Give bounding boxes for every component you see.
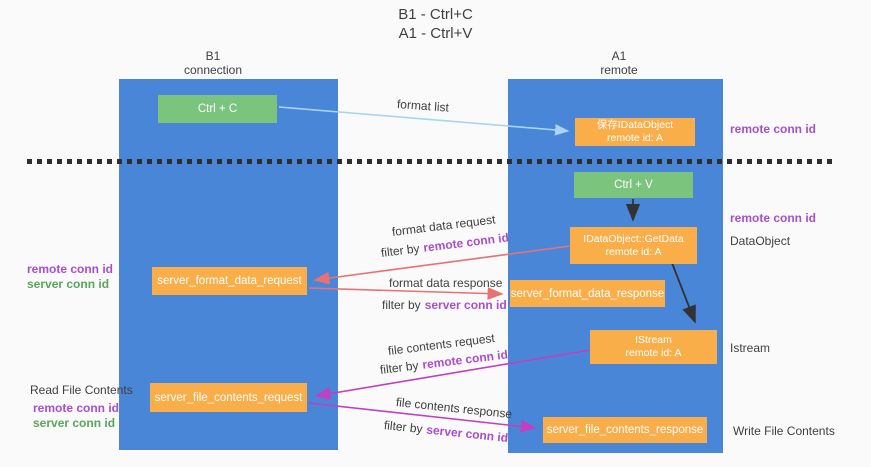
label-server-conn-id-left-2: server conn id [33, 416, 116, 430]
node-idataobject-getdata: IDataObject::GetData remote id: A [570, 227, 697, 264]
lane-right-header: A1 remote [539, 49, 699, 77]
node-istream-line1: IStream [635, 334, 672, 346]
label-file-contents-response: file contents response [395, 395, 513, 422]
label-server-conn-id-left-1: server conn id [27, 277, 110, 291]
node-save-line1: 保存IDataObject [596, 119, 674, 131]
server-conn-id-text: server conn id [425, 422, 509, 445]
node-istream-line2: remote id: A [625, 347, 682, 359]
label-remote-conn-id-mid-right: remote conn id [730, 211, 817, 225]
lane-left-subtitle: connection [183, 63, 243, 77]
label-dataobject: DataObject [730, 234, 791, 248]
label-write-file-contents: Write File Contents [733, 424, 835, 438]
lane-left-header: B1 connection [133, 49, 293, 77]
filter-by-text: filter by [380, 241, 421, 260]
node-server-format-data-response: server_format_data_response [510, 280, 665, 307]
node-format-response-label: server_format_data_response [510, 287, 665, 300]
node-server-file-contents-request: server_file_contents_request [150, 383, 307, 412]
node-file-request-label: server_file_contents_request [154, 391, 303, 404]
lane-left-title: B1 [205, 49, 221, 63]
remote-conn-id-text: remote conn id [422, 230, 510, 255]
node-ctrl-c: Ctrl + C [158, 95, 277, 123]
node-ctrl-v-label: Ctrl + V [614, 179, 653, 191]
label-remote-conn-id-top-right: remote conn id [730, 122, 817, 136]
filter-by-text: filter by [383, 418, 424, 437]
node-ctrl-v: Ctrl + V [574, 172, 693, 198]
node-ctrl-c-label: Ctrl + C [197, 103, 238, 115]
label-istream: Istream [730, 341, 771, 355]
title-line1: B1 - Ctrl+C [398, 6, 473, 23]
filter-by-text: filter by [382, 298, 421, 312]
title-line2: A1 - Ctrl+V [398, 25, 473, 42]
label-read-file-contents: Read File Contents [30, 383, 133, 397]
node-server-format-data-request: server_format_data_request [152, 267, 307, 295]
node-getdata-line1: IDataObject::GetData [583, 232, 684, 245]
node-format-request-label: server_format_data_request [157, 275, 302, 287]
filter-by-text: filter by [379, 358, 420, 377]
server-conn-id-text: server conn id [424, 298, 507, 312]
node-server-file-contents-response: server_file_contents_response [543, 417, 707, 443]
node-istream: IStream remote id: A [590, 330, 717, 364]
node-save-idataobject: 保存IDataObject remote id: A [575, 118, 695, 146]
label-format-list: format list [396, 97, 450, 115]
lane-right-subtitle: remote [600, 63, 638, 77]
label-remote-conn-id-left-2: remote conn id [33, 401, 120, 415]
node-file-response-label: server_file_contents_response [546, 424, 704, 436]
label-format-data-response: format data response [389, 276, 503, 290]
lane-right-title: A1 [611, 49, 627, 63]
diagram-title: B1 - Ctrl+C A1 - Ctrl+V [0, 5, 871, 43]
node-getdata-line2: remote id: A [605, 245, 662, 258]
node-save-line2: remote id: A [606, 132, 664, 144]
dashed-separator-line [27, 159, 833, 164]
label-remote-conn-id-left-1: remote conn id [27, 262, 114, 276]
